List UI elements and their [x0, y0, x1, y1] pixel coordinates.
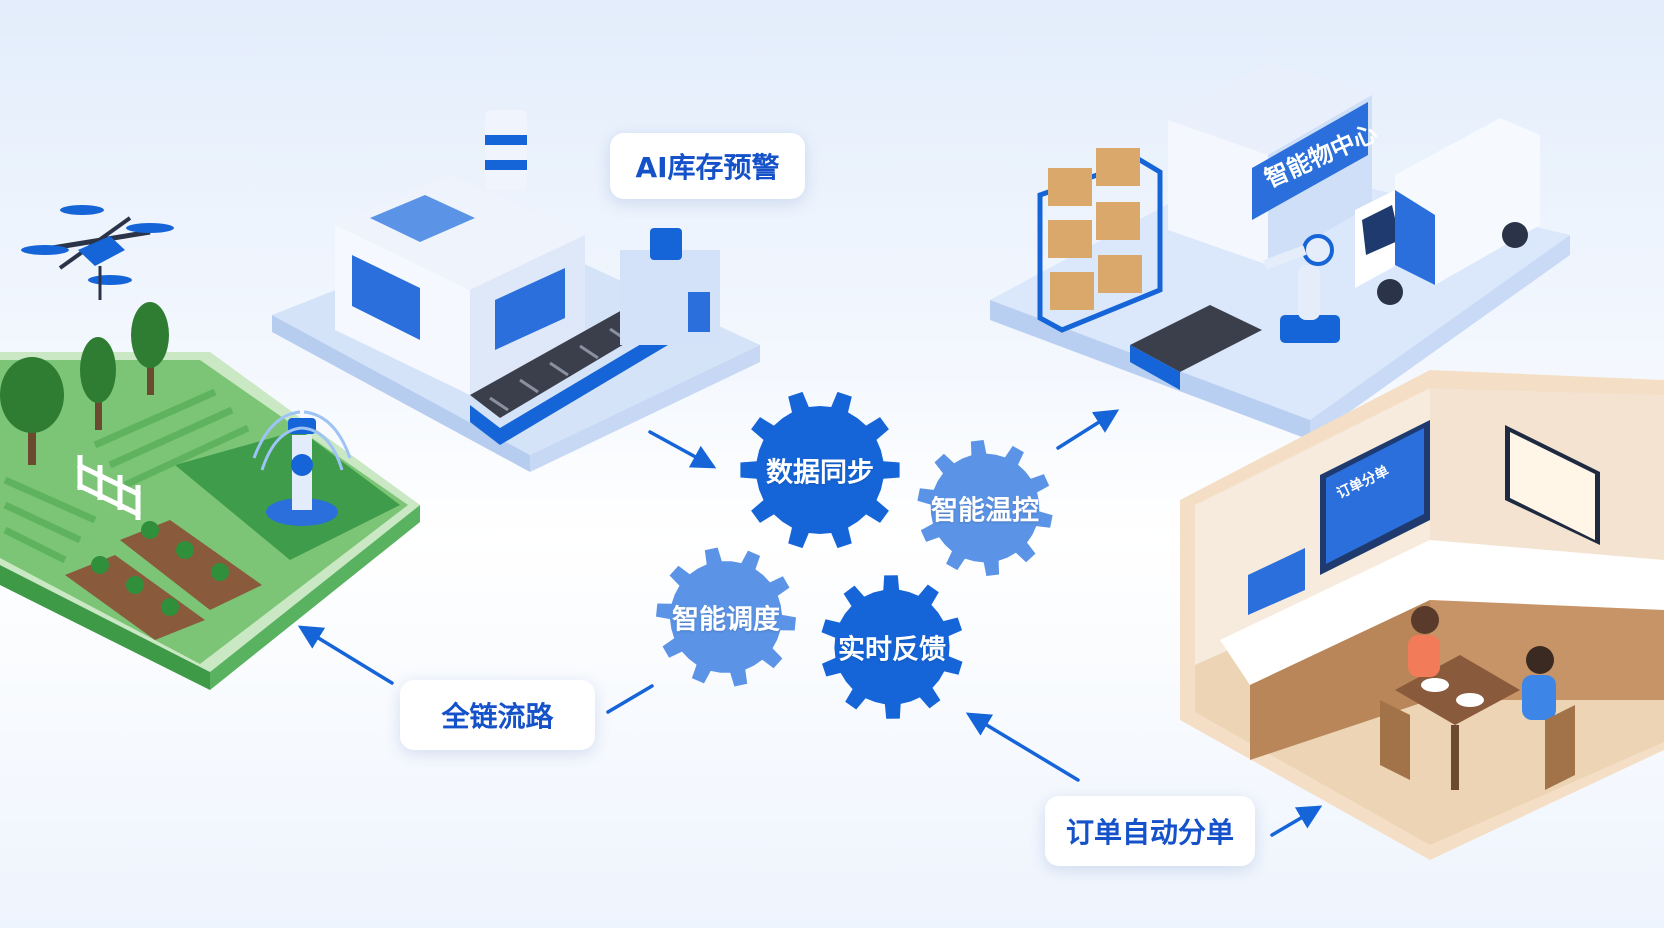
label-order-split: 订单自动分单 — [1045, 796, 1255, 866]
arrow-restaurant-to-gears — [965, 712, 1080, 782]
gear-data-sync-icon — [740, 391, 900, 549]
arrow-factory-to-gears — [648, 430, 717, 469]
label-full-chain: 全链流路 — [400, 680, 595, 750]
robot-arm-icon — [1263, 234, 1340, 343]
gear-dispatch-icon — [656, 547, 796, 687]
gear-feedback-icon — [821, 575, 963, 719]
arrow-label-to-farm — [297, 625, 394, 685]
gear-label-temp-control: 智能温控 — [931, 495, 1039, 527]
gear-label-dispatch: 智能调度 — [672, 604, 780, 636]
drone-icon — [21, 205, 174, 300]
order-screen — [1320, 420, 1430, 575]
arrow-label-to-restaurant — [1270, 805, 1323, 837]
label-ai-inventory-alert: AI库存预警 — [610, 133, 805, 199]
restaurant-illustration — [1180, 370, 1664, 860]
connector-gears-to-label — [606, 684, 654, 714]
fence-icon — [76, 455, 142, 520]
sprinkler-icon — [252, 410, 352, 526]
warehouse-illustration — [990, 62, 1570, 440]
gears-group — [656, 391, 1053, 719]
gear-label-data-sync: 数据同步 — [766, 457, 874, 489]
factory-illustration — [272, 110, 760, 472]
gear-label-feedback: 实时反馈 — [838, 634, 946, 666]
person-icon — [1408, 606, 1556, 720]
farm-illustration — [0, 302, 420, 690]
gear-temp-control-icon — [917, 440, 1053, 576]
arrow-gears-to-warehouse — [1056, 409, 1120, 450]
connector-arrows — [297, 409, 1323, 837]
truck-icon — [1355, 118, 1540, 305]
tree-icon — [0, 302, 169, 465]
